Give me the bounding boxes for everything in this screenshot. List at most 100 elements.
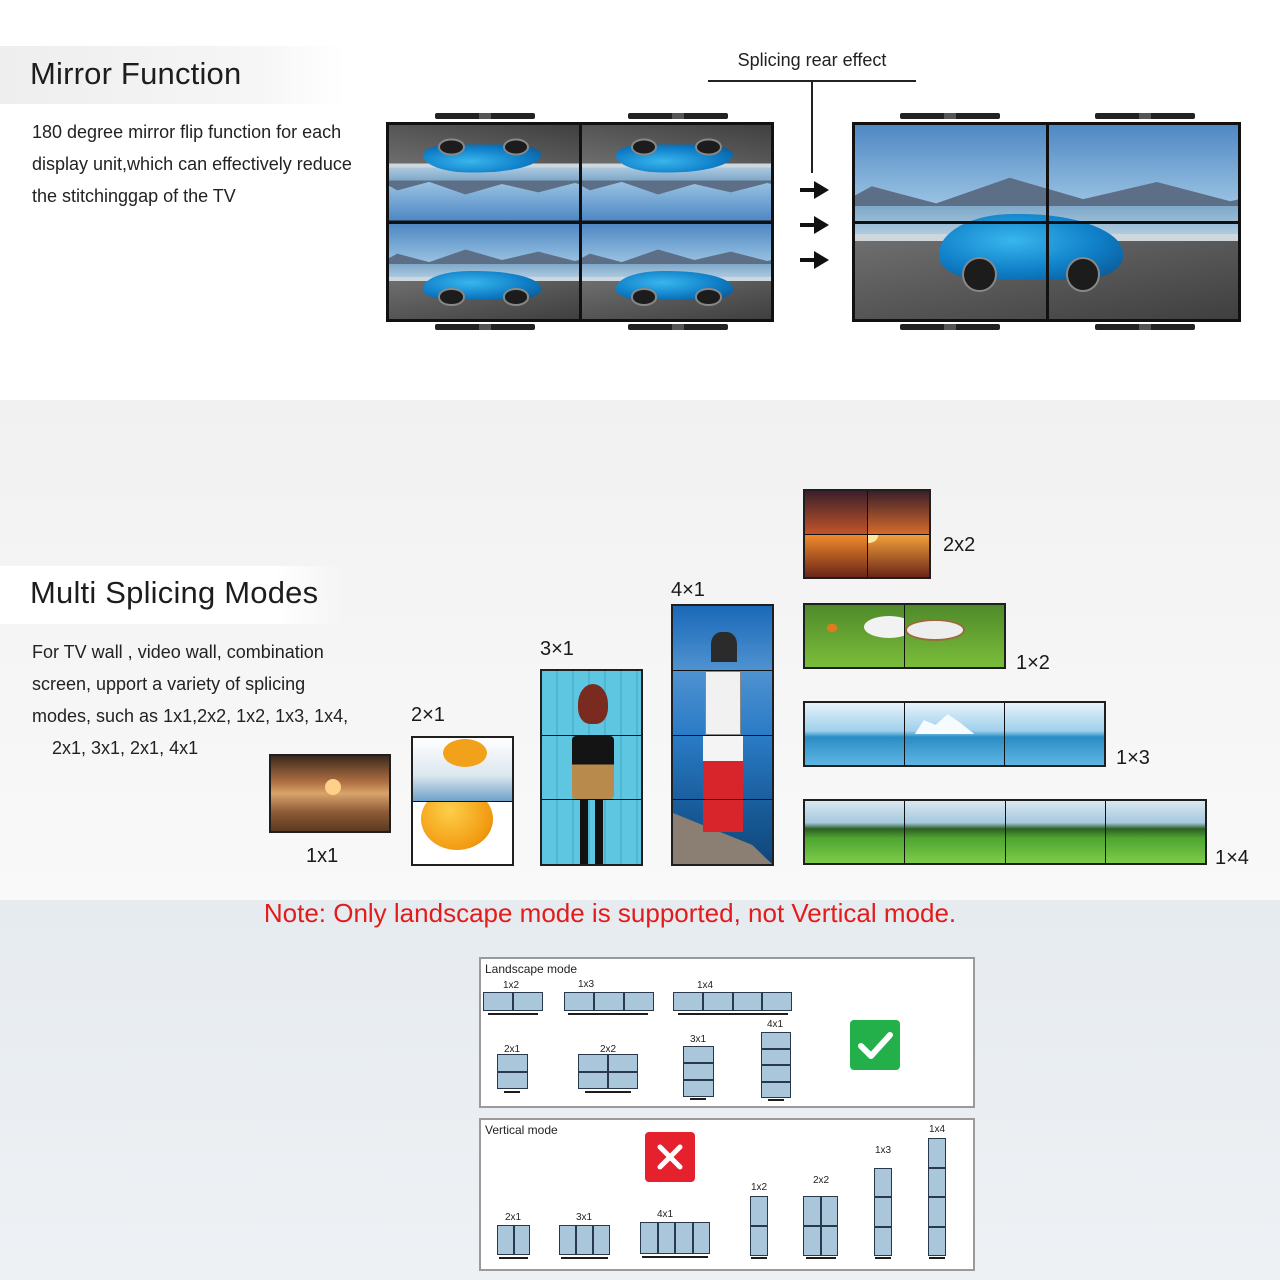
- orange-image-top: [413, 738, 512, 801]
- mode-2x1-panel: [411, 736, 514, 866]
- wall-stand: [585, 1091, 631, 1093]
- vertical-label-1x4: 1x4: [928, 1124, 946, 1135]
- wall-mount: [1095, 113, 1195, 119]
- wall-mount: [628, 113, 728, 119]
- multi-title-band: [0, 566, 345, 624]
- vertical-wall-2x1: [497, 1225, 530, 1255]
- landscape-wall-1x3: [564, 992, 654, 1011]
- iceberg-image-left: [805, 703, 904, 765]
- landscape-label-4x1: 4x1: [766, 1019, 784, 1030]
- mode-1x2-panel: [803, 603, 1006, 669]
- wall-stand: [929, 1257, 945, 1259]
- wall-mount: [900, 113, 1000, 119]
- vertical-wall-2x2: [803, 1196, 838, 1256]
- vertical-wall-1x2: [750, 1196, 768, 1256]
- wall-mount: [628, 324, 728, 330]
- mode-label-2x1: 2×1: [411, 704, 445, 726]
- mode-label-1x1: 1x1: [306, 845, 339, 867]
- wall-stand: [806, 1257, 836, 1259]
- sunset-image: [805, 491, 867, 534]
- wall-stand: [768, 1099, 784, 1101]
- lighthouse-image-4: [673, 800, 772, 864]
- tv-wall-mirrored: [386, 122, 774, 322]
- iceberg-image-right: [1005, 703, 1104, 765]
- mirror-function-description: 180 degree mirror flip function for each…: [32, 122, 352, 206]
- mode-label-1x3: 1×3: [1116, 747, 1150, 769]
- cross-icon: [645, 1132, 695, 1182]
- wall-stand: [561, 1257, 608, 1259]
- wall-stand: [504, 1091, 520, 1093]
- vertical-wall-1x4: [928, 1138, 946, 1256]
- field-image: [1005, 801, 1105, 863]
- wall-mount: [1095, 324, 1195, 330]
- wall-stand: [499, 1257, 528, 1259]
- spliced-image: [855, 125, 1238, 319]
- sunset-image: [867, 534, 929, 577]
- landscape-label-2x2: 2x2: [599, 1044, 617, 1055]
- mode-1x3-panel: [803, 701, 1106, 767]
- wall-stand: [488, 1013, 538, 1015]
- vertical-wall-3x1: [559, 1225, 610, 1255]
- field-image: [905, 801, 1005, 863]
- wall-mount: [435, 113, 535, 119]
- sunset-image: [867, 491, 929, 534]
- wall-mount: [900, 324, 1000, 330]
- mode-label-4x1: 4×1: [671, 579, 705, 601]
- landscape-wall-2x2: [578, 1054, 638, 1089]
- woman-image-bottom: [542, 800, 641, 864]
- woman-image-middle: [542, 735, 641, 800]
- vertical-wall-4x1: [640, 1222, 710, 1254]
- lighthouse-image-3: [673, 735, 772, 800]
- mode-label-3x1: 3×1: [540, 638, 574, 660]
- landscape-label-1x4: 1x4: [696, 980, 714, 991]
- lighthouse-image-2: [673, 670, 772, 735]
- cat-image-left: [805, 605, 904, 667]
- iceberg-image-middle: [905, 703, 1004, 765]
- mirror-function-title: Mirror Function: [30, 56, 242, 91]
- cat-image-right: [905, 605, 1004, 667]
- wall-stand: [690, 1098, 706, 1100]
- mode-label-2x2: 2x2: [943, 534, 976, 556]
- landscape-wall-1x2: [483, 992, 543, 1011]
- tv-wall-spliced: [852, 122, 1241, 322]
- wall-stand: [642, 1256, 708, 1258]
- wall-stand: [568, 1013, 648, 1015]
- lighthouse-image-1: [673, 606, 772, 670]
- description-line: screen, upport a variety of splicing: [32, 674, 306, 694]
- sunset-image: [805, 534, 867, 577]
- desert-image: [271, 756, 389, 831]
- description-line: modes, such as 1x1,2x2, 1x2, 1x3, 1x4,: [32, 706, 349, 726]
- landscape-mode-box: Landscape mode: [479, 957, 975, 1108]
- seam-horizontal: [855, 221, 1238, 224]
- vertical-label-1x2: 1x2: [750, 1182, 768, 1193]
- mode-4x1-panel: [671, 604, 774, 866]
- vertical-label-4x1: 4x1: [656, 1209, 674, 1220]
- landscape-wall-3x1: [683, 1046, 714, 1097]
- mirror-title-band: [0, 46, 345, 104]
- vertical-mode-box: Vertical mode: [479, 1118, 975, 1271]
- mode-1x4-panel: [803, 799, 1207, 865]
- landscape-label-1x2: 1x2: [502, 980, 520, 991]
- vertical-label-3x1: 3x1: [575, 1212, 593, 1223]
- tv-unit: [389, 223, 579, 319]
- multi-splicing-description: For TV wall , video wall, combination sc…: [32, 636, 372, 764]
- splice-caption: Splicing rear effect: [737, 50, 887, 70]
- description-line: 2x1, 3x1, 2x1, 4x1: [52, 738, 199, 758]
- tv-unit-flipped: [581, 125, 771, 221]
- vertical-label-2x1: 2x1: [504, 1212, 522, 1223]
- woman-image-top: [542, 671, 641, 735]
- vertical-mode-title: Vertical mode: [485, 1123, 558, 1137]
- mode-label-1x4: 1×4: [1215, 847, 1249, 869]
- wall-mount: [435, 324, 535, 330]
- vertical-wall-1x3: [874, 1168, 892, 1256]
- orange-image-bottom: [413, 801, 512, 864]
- vertical-label-1x3: 1x3: [874, 1145, 892, 1156]
- landscape-wall-1x4: [673, 992, 792, 1011]
- description-line: For TV wall , video wall, combination: [32, 642, 324, 662]
- wall-stand: [751, 1257, 767, 1259]
- tv-unit-flipped: [389, 125, 579, 221]
- field-image: [1105, 801, 1205, 863]
- landscape-only-note: Note: Only landscape mode is supported, …: [263, 898, 957, 928]
- mode-1x1-panel: [269, 754, 391, 833]
- landscape-wall-4x1: [761, 1032, 791, 1098]
